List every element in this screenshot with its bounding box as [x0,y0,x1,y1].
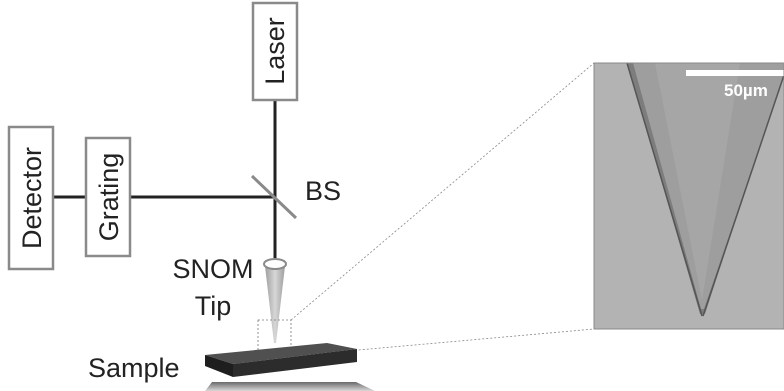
tip-micrograph: 50µm [594,63,784,329]
scale-bar-label: 50µm [724,81,768,100]
sample [205,343,375,391]
beam-splitter-label: BS [305,176,341,206]
detector-box: Detector [7,125,55,271]
snom-tip [263,258,287,343]
laser-box: Laser [251,1,299,102]
beam-splitter [250,174,298,220]
grating-label: Grating [94,153,124,242]
scale-bar [686,70,784,76]
laser-label: Laser [260,17,290,85]
detector-label: Detector [17,147,47,249]
tip-label: Tip [195,291,232,321]
grating-box: Grating [84,136,132,258]
snom-label: SNOM [173,254,254,284]
zoom-indicator [257,62,595,357]
sample-label: Sample [88,353,180,383]
